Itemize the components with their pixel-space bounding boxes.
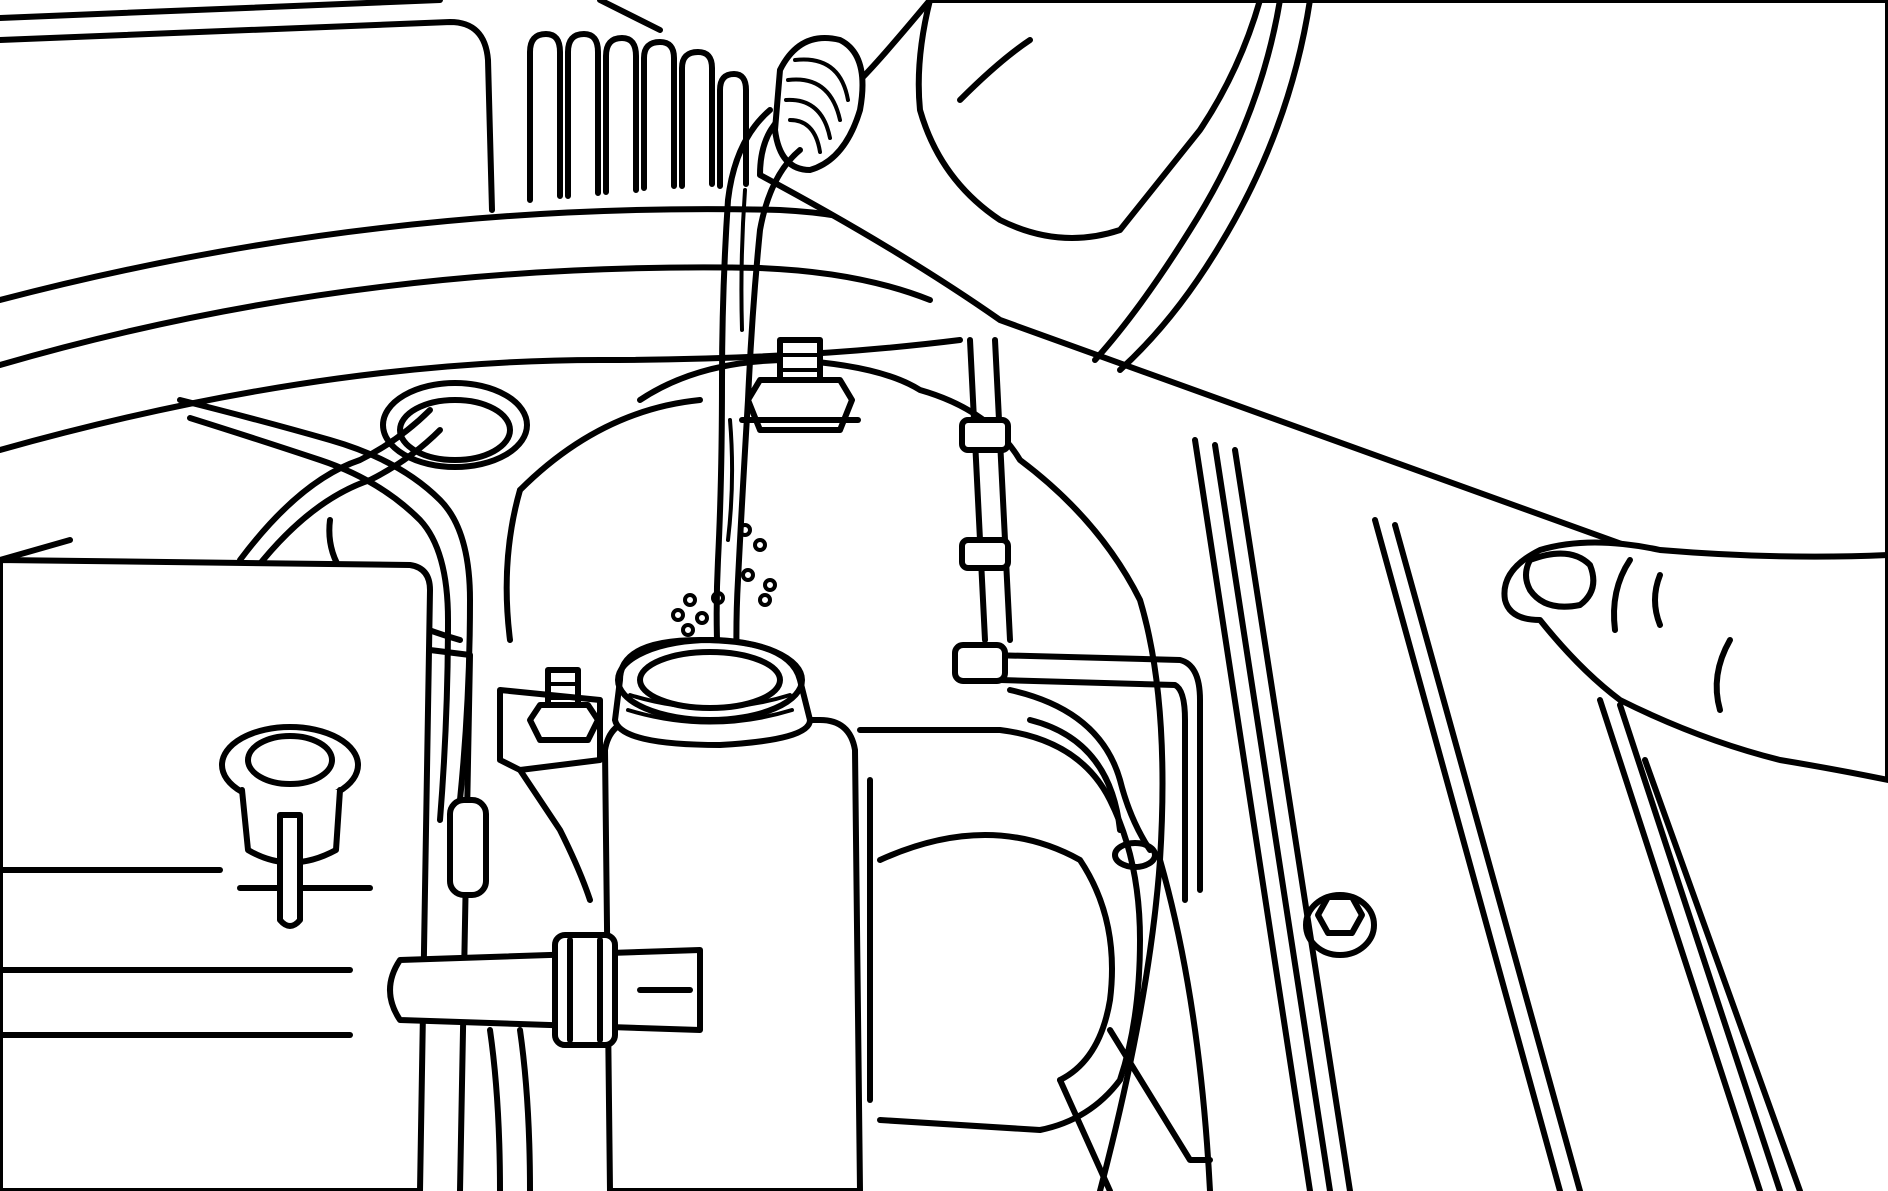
heater-hose (387, 932, 703, 1048)
grommet (380, 380, 530, 470)
sensor-connector (219, 724, 361, 929)
hand (1501, 539, 1888, 783)
air-cleaner-housing (0, 0, 749, 213)
battery-box (0, 557, 473, 1191)
bracket-nut (497, 667, 603, 903)
mounting-nut (739, 337, 861, 433)
coolant-reservoir (503, 357, 1213, 1191)
temp-sensor (447, 797, 489, 898)
vent-hose (952, 337, 1203, 903)
flange-nut (1303, 892, 1377, 958)
coolant-droplets (671, 523, 777, 637)
coolant-stream (671, 107, 803, 728)
coolant-jug (757, 0, 1888, 643)
engine-cover (1192, 437, 1803, 1191)
